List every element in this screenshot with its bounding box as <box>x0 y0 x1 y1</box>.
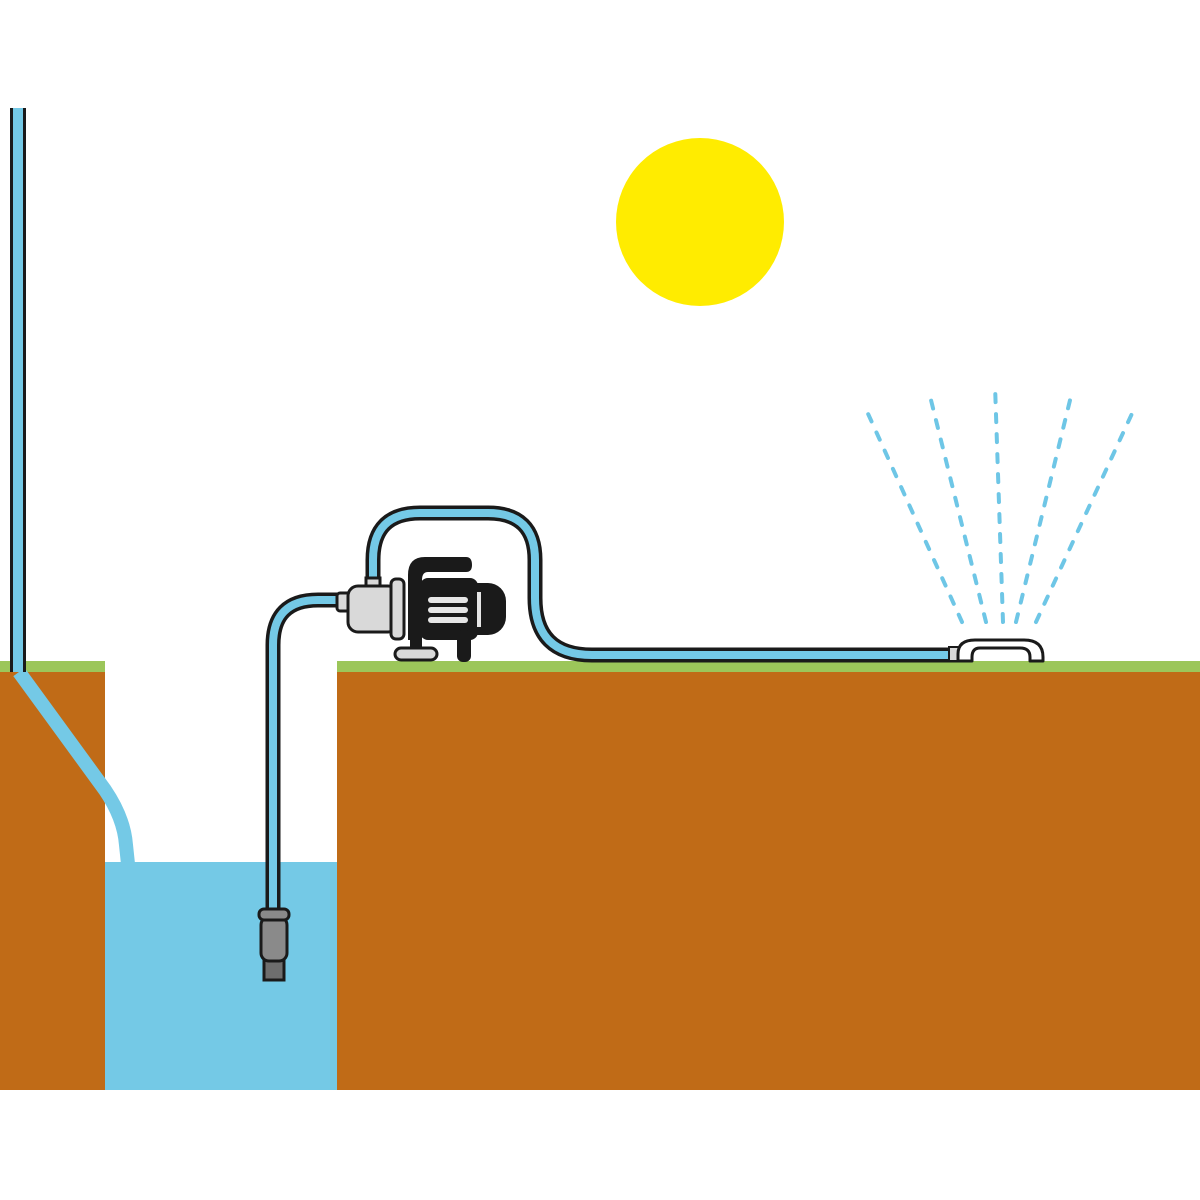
sprinkler-icon <box>948 638 1045 663</box>
outlet-hose <box>365 505 958 663</box>
suction-hose <box>265 592 346 912</box>
water-stream <box>13 667 135 865</box>
soil-right <box>337 672 1200 1090</box>
spray-jet <box>863 405 964 624</box>
spray-jet <box>1014 390 1074 624</box>
well-water <box>105 862 337 1090</box>
spray-jet <box>993 383 1005 624</box>
spray-jet <box>927 390 988 624</box>
suction-filter-icon <box>257 907 291 982</box>
spray-jet <box>1034 405 1137 624</box>
ground <box>0 661 1200 1090</box>
spray-jets <box>863 383 1137 624</box>
grass-left <box>0 661 105 672</box>
drainpipe-fill <box>13 108 23 672</box>
sun-icon <box>616 138 784 306</box>
drainpipe-icon <box>10 108 135 865</box>
soil-left <box>0 672 105 1090</box>
grass-right <box>337 661 1200 672</box>
garden-pump-icon <box>335 557 506 662</box>
